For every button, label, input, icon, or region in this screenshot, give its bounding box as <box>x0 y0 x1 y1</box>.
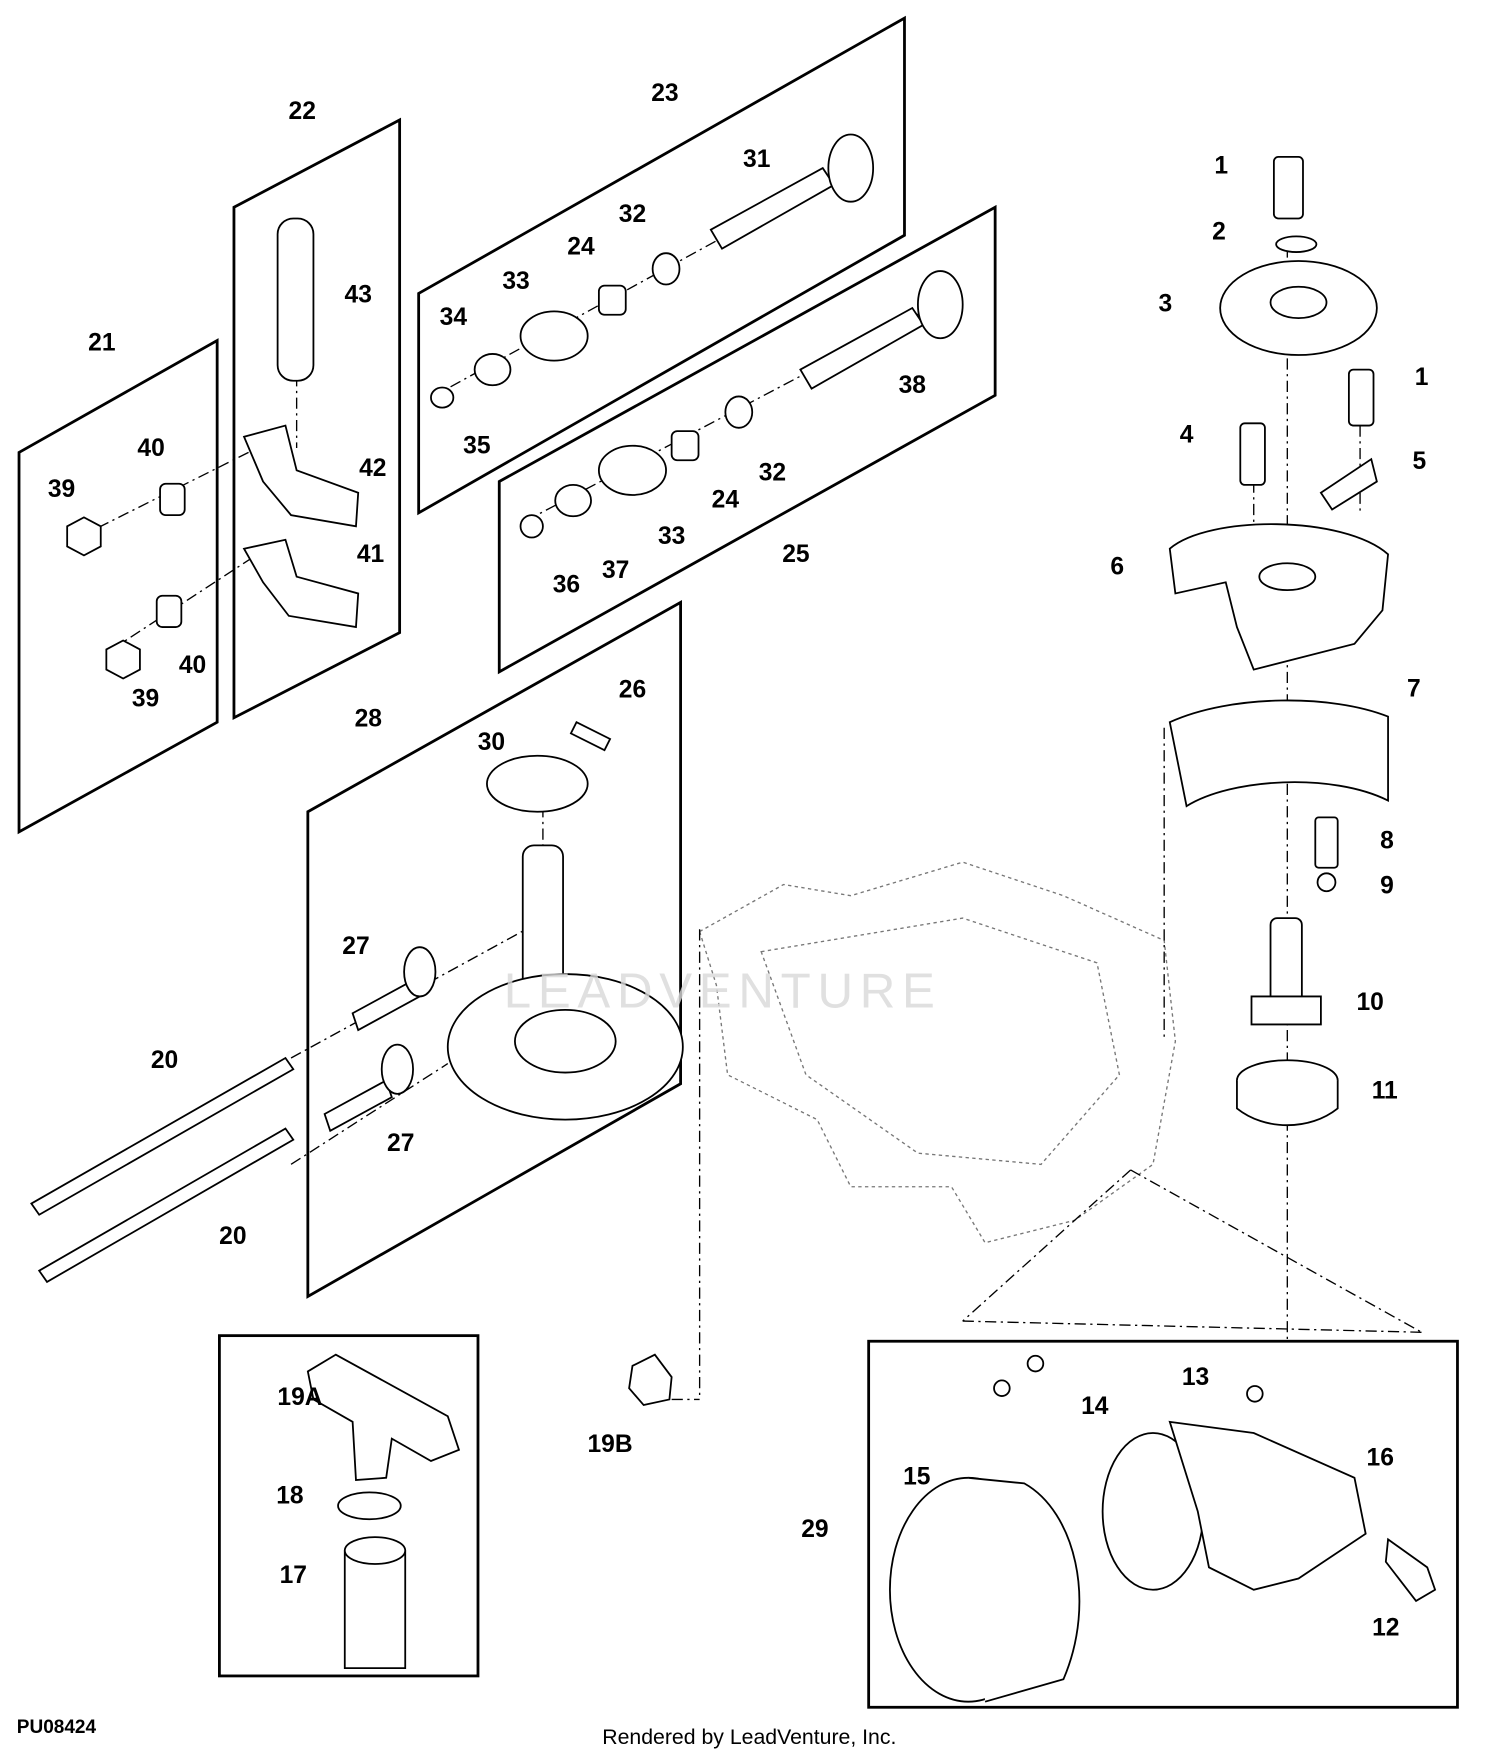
watermark: LEADVENTURE <box>504 964 942 1019</box>
callout-17: 17 <box>280 1562 307 1589</box>
callout-15: 15 <box>903 1464 930 1491</box>
group-box-25 <box>497 204 997 675</box>
callout-43: 43 <box>345 281 372 308</box>
callout-5: 5 <box>1413 448 1427 475</box>
callout-12: 12 <box>1372 1615 1399 1642</box>
figure-id: PU08424 <box>17 1717 97 1738</box>
callout-3: 3 <box>1158 290 1172 317</box>
callout-2: 2 <box>1212 219 1226 246</box>
callout-24: 24 <box>712 486 740 513</box>
footer-credit: Rendered by LeadVenture, Inc. <box>602 1725 896 1749</box>
callout-4: 4 <box>1180 421 1194 448</box>
callout-37: 37 <box>602 557 629 584</box>
callout-6: 6 <box>1110 553 1124 580</box>
callout-39: 39 <box>48 476 75 503</box>
callout-34: 34 <box>440 304 468 331</box>
callout-38: 38 <box>899 372 926 399</box>
part-drawings <box>30 133 1437 1703</box>
callout-24: 24 <box>567 233 595 260</box>
callout-33: 33 <box>658 523 685 550</box>
callout-21: 21 <box>88 330 115 357</box>
callout-labels: 2223313224333435432140394241394038322433… <box>48 80 1429 1642</box>
callout-33: 33 <box>502 268 529 295</box>
callout-1: 1 <box>1415 364 1429 391</box>
group-box-21 <box>17 338 219 835</box>
callout-22: 22 <box>289 98 316 125</box>
callout-40: 40 <box>179 652 206 679</box>
callout-19B: 19B <box>587 1431 632 1458</box>
callout-39: 39 <box>132 686 159 713</box>
callout-19A: 19A <box>277 1384 322 1411</box>
callout-40: 40 <box>137 435 164 462</box>
callout-28: 28 <box>355 706 382 733</box>
callout-23: 23 <box>651 80 678 107</box>
callout-30: 30 <box>478 729 505 756</box>
callout-20: 20 <box>151 1047 178 1074</box>
callout-13: 13 <box>1182 1364 1209 1391</box>
group-box-22 <box>232 117 402 721</box>
callout-1: 1 <box>1214 153 1228 180</box>
callout-16: 16 <box>1367 1444 1394 1471</box>
callout-14: 14 <box>1081 1393 1109 1420</box>
callout-27: 27 <box>387 1130 414 1157</box>
callout-8: 8 <box>1380 828 1394 855</box>
callout-31: 31 <box>743 146 770 173</box>
callout-41: 41 <box>357 541 384 568</box>
callout-35: 35 <box>463 433 490 460</box>
callout-11: 11 <box>1372 1077 1398 1104</box>
group-box-28 <box>306 600 682 1299</box>
callout-32: 32 <box>759 459 786 486</box>
callout-32: 32 <box>619 201 646 228</box>
callout-9: 9 <box>1380 872 1394 899</box>
group-box-29 <box>867 1339 1459 1709</box>
callout-20: 20 <box>219 1223 246 1250</box>
group-box-23 <box>417 15 906 516</box>
callout-29: 29 <box>801 1516 828 1543</box>
callout-18: 18 <box>276 1483 303 1510</box>
group-box-19a <box>218 1334 480 1678</box>
callout-25: 25 <box>782 541 809 568</box>
callout-27: 27 <box>342 933 369 960</box>
callout-26: 26 <box>619 677 646 704</box>
engine-block-outline <box>698 861 1177 1244</box>
callout-10: 10 <box>1356 989 1383 1016</box>
callout-36: 36 <box>553 571 580 598</box>
callout-42: 42 <box>359 455 386 482</box>
callout-7: 7 <box>1407 675 1421 702</box>
